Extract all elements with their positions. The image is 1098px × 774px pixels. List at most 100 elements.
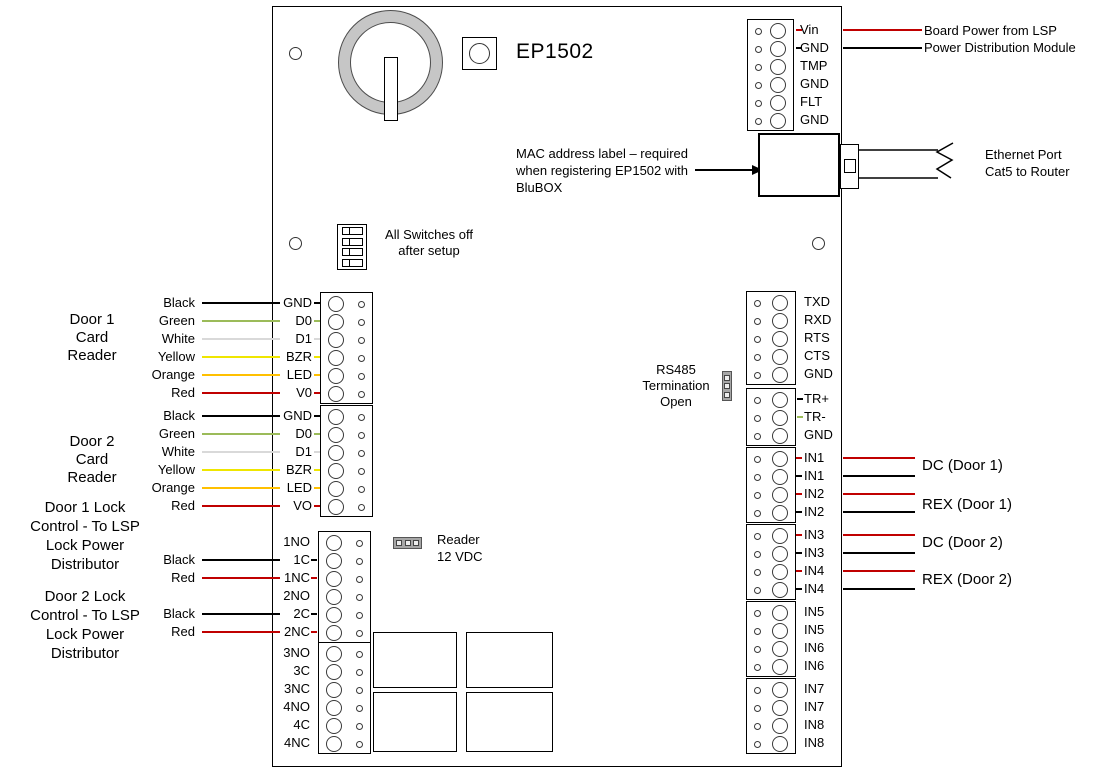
stub [314, 320, 320, 322]
screw-terminal-icon [326, 607, 342, 623]
lock2-wire-black [202, 613, 280, 615]
lock2-wire-black-label: Black [163, 606, 195, 621]
stub [796, 570, 802, 572]
pin-hole-icon [754, 627, 761, 635]
terminal-row [747, 450, 795, 468]
input-label-rex-door1: REX (Door 1) [922, 496, 1013, 513]
pin-hole-icon [754, 396, 761, 404]
relay-box [373, 692, 457, 752]
reader1-wire-color-labels: Black Green White Yellow Orange Red [151, 295, 195, 400]
input-block2-labels: IN3 IN3 IN4 IN4 [804, 527, 825, 596]
screw-terminal-icon [772, 718, 788, 734]
terminal-row [747, 545, 795, 563]
terminal-row [319, 717, 370, 735]
pin-hole-icon [358, 485, 365, 493]
pin-hole-icon [754, 317, 761, 325]
terminal-row [319, 534, 370, 552]
relay-box [466, 632, 553, 688]
screw-terminal-icon [326, 646, 342, 662]
mac-arrow-head [752, 165, 763, 175]
terminal-row [747, 717, 795, 735]
pin-hole-icon [754, 550, 761, 558]
dip-switch-2[interactable] [341, 237, 363, 246]
terminal-row [319, 699, 370, 717]
screw-terminal-icon [772, 736, 788, 752]
pin-hole-icon [754, 722, 761, 730]
terminal-row [747, 294, 795, 312]
terminal-row [748, 76, 793, 94]
pin-hole-icon [754, 371, 761, 379]
screw-terminal-icon [772, 623, 788, 639]
input-block3-labels: IN5 IN5 IN6 IN6 [804, 604, 825, 673]
screw-terminal-icon [326, 664, 342, 680]
screw-terminal-icon [772, 505, 788, 521]
terminal-row [319, 552, 370, 570]
reader2-pin-labels: GND D0 D1 BZR LED VO [283, 408, 312, 513]
screw-terminal-icon [770, 23, 786, 39]
power-terminal-block [747, 19, 794, 131]
jumper-pin [724, 383, 730, 389]
stub [314, 487, 320, 489]
terminal-row [319, 663, 370, 681]
ethernet-connector [758, 133, 840, 197]
screw-terminal-icon [328, 427, 344, 443]
reader2-wire-white [202, 451, 280, 453]
terminal-row [747, 409, 795, 427]
dip-nub [342, 259, 350, 266]
reader1-wire-white [202, 338, 280, 340]
screw-terminal-icon [328, 314, 344, 330]
terminal-row [319, 645, 370, 663]
reader1-terminal-block [320, 292, 373, 404]
screw-terminal-icon [772, 582, 788, 598]
pin-hole-icon [358, 413, 365, 421]
pin-hole-icon [356, 557, 363, 565]
screw-terminal-icon [328, 445, 344, 461]
screw-terminal-icon [328, 499, 344, 515]
screw-terminal-icon [772, 313, 788, 329]
buzzer-stem [384, 57, 398, 121]
pin-hole-icon [358, 336, 365, 344]
dip-switch-4[interactable] [341, 258, 363, 267]
input-label-dc-door1: DC (Door 1) [922, 457, 1003, 474]
dip-switch[interactable] [337, 224, 367, 270]
input-block1-labels: IN1 IN1 IN2 IN2 [804, 450, 825, 519]
pin-hole-icon [755, 81, 762, 89]
comm-pin-labels: TXD RXD RTS CTS GND [804, 294, 833, 381]
screw-terminal-icon [772, 428, 788, 444]
terminal-row [747, 604, 795, 622]
terminal-row [747, 640, 795, 658]
dip-switch-1[interactable] [341, 227, 363, 236]
terminal-row [321, 462, 372, 480]
pin-hole-icon [356, 629, 363, 637]
vin-stub [796, 29, 802, 31]
pin-hole-icon [754, 335, 761, 343]
lock2-wire-red-label: Red [171, 624, 195, 639]
stub [314, 356, 320, 358]
in4-wire-black [843, 588, 915, 590]
terminal-row [747, 427, 795, 445]
terminal-row [747, 486, 795, 504]
reader2-wire-black [202, 415, 280, 417]
dip-switch-3[interactable] [341, 248, 363, 257]
pin-hole-icon [356, 539, 363, 547]
terminal-row [321, 408, 372, 426]
jumper-pin [724, 391, 730, 398]
screw-terminal-icon [772, 564, 788, 580]
screw-terminal-icon [770, 59, 786, 75]
terminal-row [748, 22, 793, 40]
terminal-row [321, 313, 372, 331]
stub [311, 559, 317, 561]
screw-terminal-icon [772, 469, 788, 485]
stub [797, 416, 803, 418]
screw-terminal-icon [772, 605, 788, 621]
terminal-row [747, 681, 795, 699]
ethernet-connector-pin [844, 159, 856, 173]
terminal-row [747, 348, 795, 366]
reader1-wire-black [202, 302, 280, 304]
pin-hole-icon [755, 63, 762, 71]
in2-wire-red [843, 493, 915, 495]
dip-switch-note: All Switches off after setup [385, 227, 473, 258]
stub [796, 511, 802, 513]
jumper-pin [412, 540, 419, 546]
